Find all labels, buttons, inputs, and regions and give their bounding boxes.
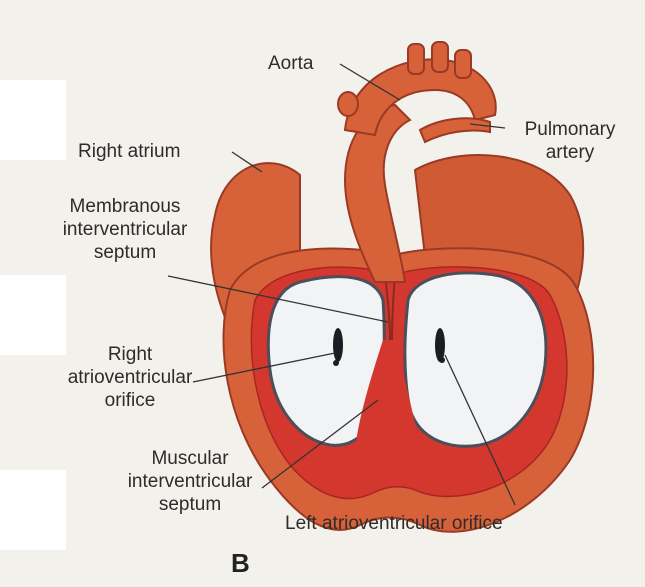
label-right-av-line1: Right	[45, 343, 215, 366]
label-muscular-septum: Muscular interventricular septum	[105, 447, 275, 516]
arch-branch-1	[408, 44, 424, 74]
label-pulmonary-line2: artery	[500, 141, 640, 164]
label-muscular-line3: septum	[105, 493, 275, 516]
arch-bump	[338, 92, 358, 116]
label-muscular-line1: Muscular	[105, 447, 275, 470]
label-membranous-line2: interventricular	[20, 218, 230, 241]
arch-branch-3	[455, 50, 471, 78]
label-muscular-line2: interventricular	[105, 470, 275, 493]
label-right-atrium: Right atrium	[78, 140, 180, 163]
label-membranous-line1: Membranous	[20, 195, 230, 218]
label-aorta: Aorta	[268, 52, 313, 75]
label-pulmonary-artery: Pulmonary artery	[500, 118, 640, 164]
label-left-av-orifice: Left atrioventricular orifice	[285, 512, 503, 535]
label-membranous-line3: septum	[20, 241, 230, 264]
panel-letter: B	[231, 548, 250, 579]
label-right-av-orifice: Right atrioventricular orifice	[45, 343, 215, 412]
label-right-av-line3: orifice	[45, 389, 215, 412]
arch-branch-2	[432, 42, 448, 72]
label-right-av-line2: atrioventricular	[45, 366, 215, 389]
pulmonary-artery-shape	[420, 118, 490, 142]
label-membranous-septum: Membranous interventricular septum	[20, 195, 230, 264]
label-pulmonary-line1: Pulmonary	[500, 118, 640, 141]
